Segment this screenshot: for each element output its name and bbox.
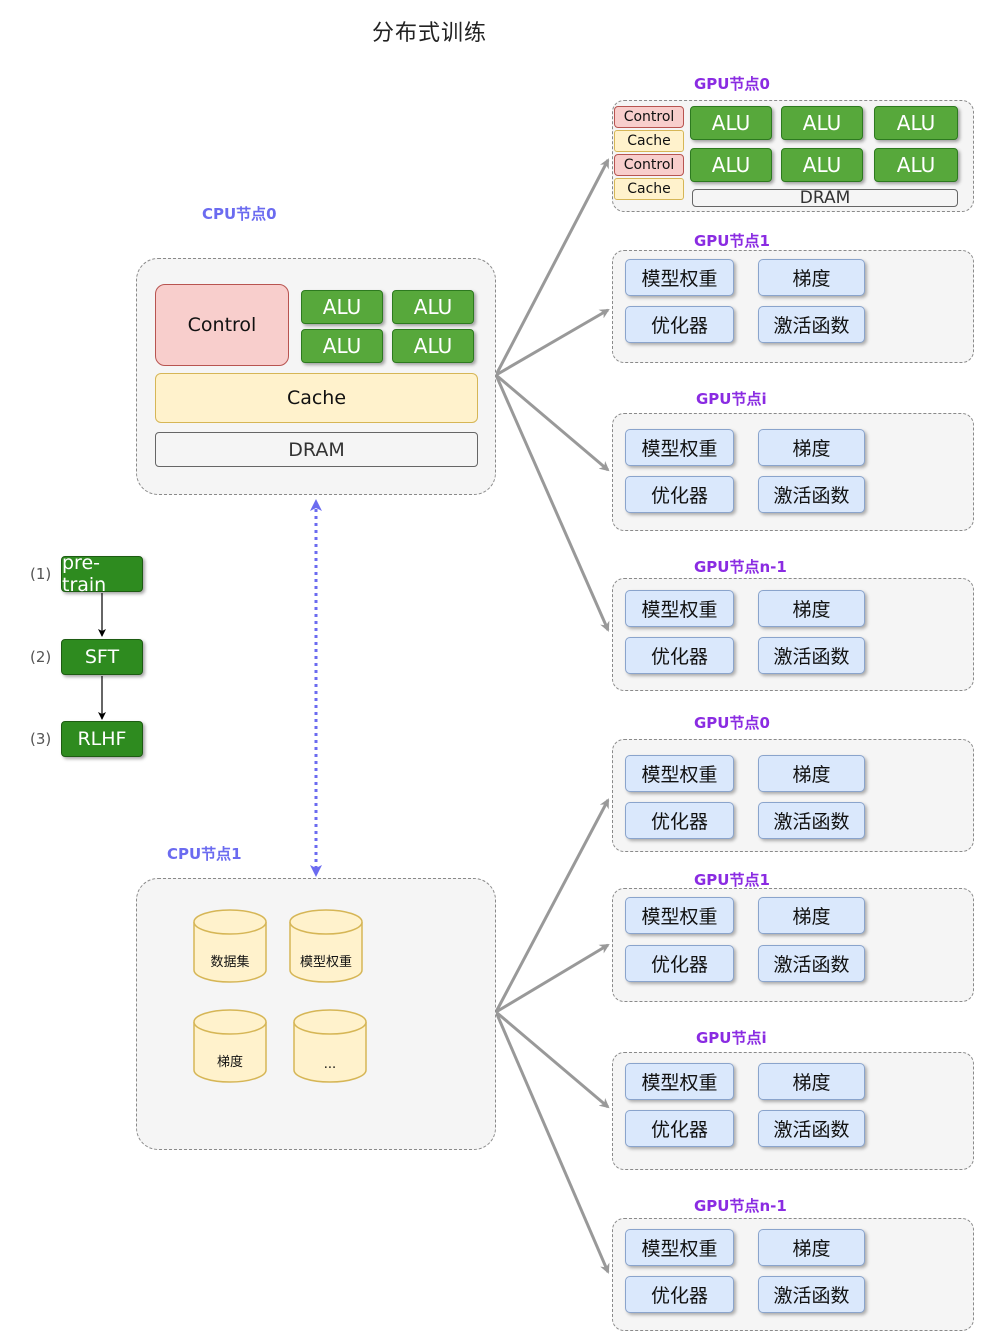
gpu-detail-alu-6: ALU	[874, 148, 958, 182]
cpu0-label: CPU节点0	[202, 205, 277, 223]
store-dataset-label: 数据集	[210, 954, 250, 970]
step-pretrain: pre-train	[61, 552, 143, 596]
cpu0-control: Control	[155, 284, 289, 366]
arrow-cpu0-gpu1	[495, 308, 610, 377]
page-title: 分布式训练	[372, 21, 488, 46]
gpu-node-label: GPU节点n-1	[694, 1197, 787, 1215]
step-num-3: (3)	[30, 730, 52, 748]
cpu1-fanout-arrows	[494, 798, 610, 1274]
param-gradient: 梯度	[758, 897, 865, 934]
arrow-cpu0-gpui	[495, 373, 610, 472]
arrow-cpu1-gpu1	[495, 943, 610, 1014]
param-activation: 激活函数	[758, 476, 865, 513]
param-optimizer: 优化器	[625, 1276, 734, 1313]
arrow-cpu0-gpun1	[494, 374, 610, 632]
gpu-detail-label: GPU节点0	[694, 75, 770, 93]
gpu-detail-alu-3: ALU	[874, 106, 958, 140]
param-optimizer: 优化器	[625, 802, 734, 839]
param-activation: 激活函数	[758, 637, 865, 674]
store-gradient-label: 梯度	[216, 1054, 243, 1070]
arrow-cpu1-gpu0	[494, 798, 610, 1013]
gpu-detail-alu-1: ALU	[690, 106, 772, 140]
database-icon-dataset	[193, 909, 267, 983]
step-sft: SFT	[61, 639, 143, 675]
store-more-label: ...	[323, 1056, 337, 1072]
cpu0-alu-2: ALU	[392, 290, 474, 324]
param-gradient: 梯度	[758, 429, 865, 466]
database-icon-weights	[289, 909, 363, 983]
store-weights-label: 模型权重	[299, 954, 352, 970]
param-gradient: 梯度	[758, 755, 865, 792]
param-gradient: 梯度	[758, 1229, 865, 1266]
gpu-node-label: GPU节点1	[694, 871, 770, 889]
param-optimizer: 优化器	[625, 1110, 734, 1147]
param-gradient: 梯度	[758, 1063, 865, 1100]
param-weights: 模型权重	[625, 1229, 734, 1266]
gpu-detail-cache-2: Cache	[614, 178, 684, 200]
param-weights: 模型权重	[625, 259, 734, 296]
cpu0-cache: Cache	[155, 373, 478, 423]
gpu-detail-dram: DRAM	[692, 188, 958, 208]
param-activation: 激活函数	[758, 1276, 865, 1313]
param-optimizer: 优化器	[625, 637, 734, 674]
param-weights: 模型权重	[625, 1063, 734, 1100]
step-num-2: (2)	[30, 648, 52, 666]
gpu-node-label: GPU节点i	[696, 1029, 767, 1047]
param-activation: 激活函数	[758, 802, 865, 839]
param-activation: 激活函数	[758, 1110, 865, 1147]
gpu-node-label: GPU节点n-1	[694, 558, 787, 576]
database-icon-gradient	[193, 1009, 267, 1083]
cpu0-dram: DRAM	[155, 432, 478, 467]
arrow-cpu1-gpui	[495, 1010, 610, 1109]
gpu-detail-alu-5: ALU	[781, 148, 863, 182]
cpu0-fanout-arrows	[494, 158, 610, 632]
param-weights: 模型权重	[625, 590, 734, 627]
param-gradient: 梯度	[758, 590, 865, 627]
step-rlhf: RLHF	[61, 721, 143, 757]
gpu-node-label: GPU节点0	[694, 714, 770, 732]
cpu1-label: CPU节点1	[167, 845, 242, 863]
param-weights: 模型权重	[625, 429, 734, 466]
param-weights: 模型权重	[625, 755, 734, 792]
gpu-node-label: GPU节点1	[694, 232, 770, 250]
cpu0-alu-1: ALU	[301, 290, 383, 324]
gpu-detail-control-2: Control	[614, 154, 684, 176]
param-weights: 模型权重	[625, 897, 734, 934]
gpu-node-label: GPU节点i	[696, 390, 767, 408]
param-optimizer: 优化器	[625, 306, 734, 343]
arrow-cpu0-gpu0	[494, 158, 610, 376]
gpu-detail-cache-1: Cache	[614, 130, 684, 152]
arrow-cpu1-gpun1	[494, 1011, 610, 1274]
param-activation: 激活函数	[758, 945, 865, 982]
param-optimizer: 优化器	[625, 476, 734, 513]
param-optimizer: 优化器	[625, 945, 734, 982]
step-num-1: (1)	[30, 565, 52, 583]
gpu-detail-alu-4: ALU	[690, 148, 772, 182]
gpu-detail-alu-2: ALU	[781, 106, 863, 140]
database-icon-more	[293, 1009, 367, 1083]
cpu0-alu-3: ALU	[301, 329, 383, 363]
gpu-detail-control-1: Control	[614, 106, 684, 128]
param-activation: 激活函数	[758, 306, 865, 343]
param-gradient: 梯度	[758, 259, 865, 296]
cpu0-alu-4: ALU	[392, 329, 474, 363]
